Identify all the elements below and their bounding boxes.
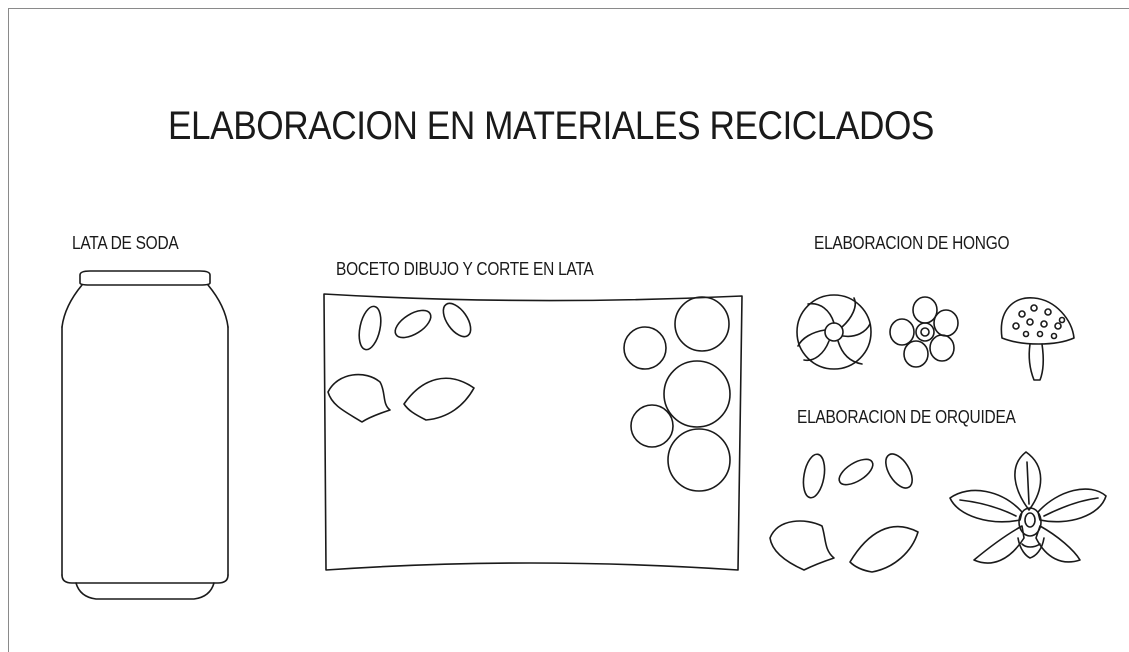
page-title: ELABORACION EN MATERIALES RECICLADOS	[168, 104, 934, 148]
sketch-circles	[623, 296, 731, 492]
sketch-petals-large	[327, 373, 475, 423]
mushroom-gills-icon	[796, 294, 872, 370]
orchid-label: ELABORACION DE ORQUIDEA	[797, 407, 1016, 427]
mushroom-cap-flower-icon	[889, 296, 959, 368]
orchid-flower-icon	[949, 451, 1107, 564]
mushroom-label: ELABORACION DE HONGO	[814, 233, 1010, 253]
cut-sketch-sheet	[323, 293, 743, 571]
orchid-petals-small	[802, 453, 913, 499]
sketch-label: BOCETO DIBUJO Y CORTE EN LATA	[336, 259, 594, 279]
mushroom-full-icon	[1000, 297, 1075, 381]
soda-can-drawing	[61, 270, 229, 600]
can-label: LATA DE SODA	[72, 233, 179, 253]
sketch-petals-small	[358, 302, 472, 351]
mushroom-drawings	[796, 294, 1075, 381]
orchid-drawings	[769, 451, 1107, 573]
page-frame	[8, 8, 1129, 652]
orchid-petals-large	[769, 520, 919, 573]
